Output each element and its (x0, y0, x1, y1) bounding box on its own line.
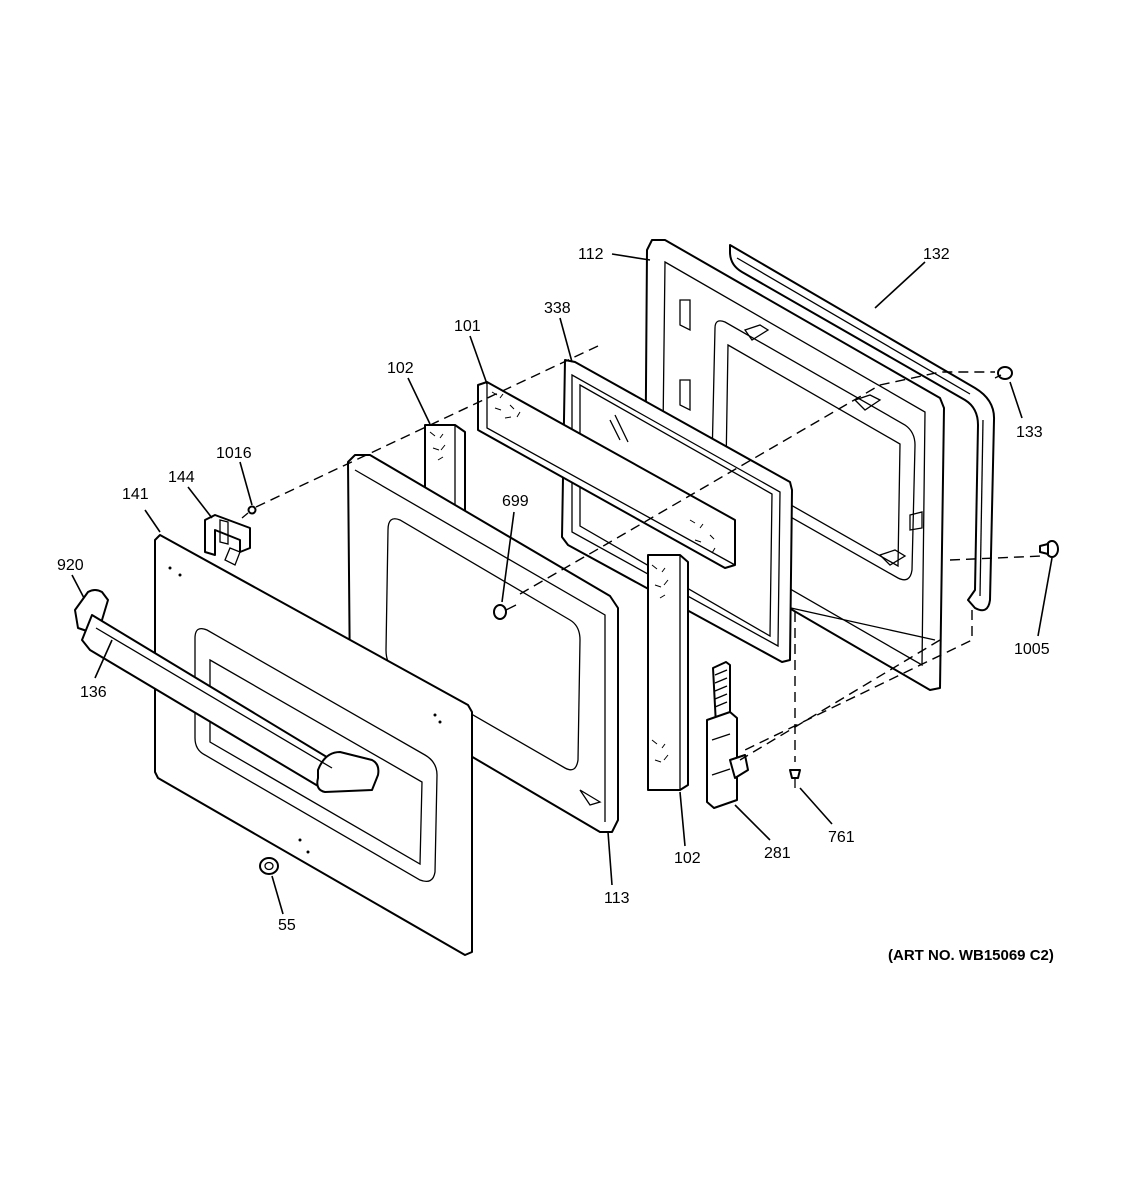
door-badge (259, 857, 279, 875)
callout-102-left: 102 (387, 360, 414, 377)
assembly-lines (255, 344, 1043, 762)
callout-920: 920 (57, 557, 84, 574)
screw-699 (493, 604, 517, 620)
door-handle (74, 589, 380, 793)
screw-761 (789, 769, 801, 788)
insulation-right (647, 554, 689, 791)
callout-112: 112 (578, 246, 604, 263)
door-marks (168, 566, 442, 854)
callout-101: 101 (454, 318, 481, 335)
callout-141: 141 (122, 486, 149, 503)
door-hinge (706, 661, 749, 809)
door-gasket (729, 244, 996, 612)
callout-281: 281 (764, 845, 791, 862)
leader-lines (71, 253, 1053, 915)
screw-1005 (1039, 540, 1059, 558)
middle-door-frame (347, 454, 619, 833)
screw-1016 (241, 505, 257, 519)
door-bracket (204, 514, 251, 566)
callout-1016: 1016 (216, 445, 252, 462)
callout-132: 132 (923, 246, 950, 263)
callout-144: 144 (168, 469, 195, 486)
callout-136: 136 (80, 684, 107, 701)
callout-699: 699 (502, 493, 529, 510)
callout-133: 133 (1016, 424, 1043, 441)
callout-102-right: 102 (674, 850, 701, 867)
screw-133 (994, 366, 1013, 380)
callout-1005: 1005 (1014, 641, 1050, 658)
callout-113: 113 (604, 890, 630, 907)
callout-761: 761 (828, 829, 855, 846)
callouts: 112 132 338 101 102 133 1016 144 141 699… (57, 246, 1050, 934)
callout-55: 55 (278, 917, 296, 934)
art-number: (ART NO. WB15069 C2) (888, 947, 1054, 964)
callout-338: 338 (544, 300, 571, 317)
